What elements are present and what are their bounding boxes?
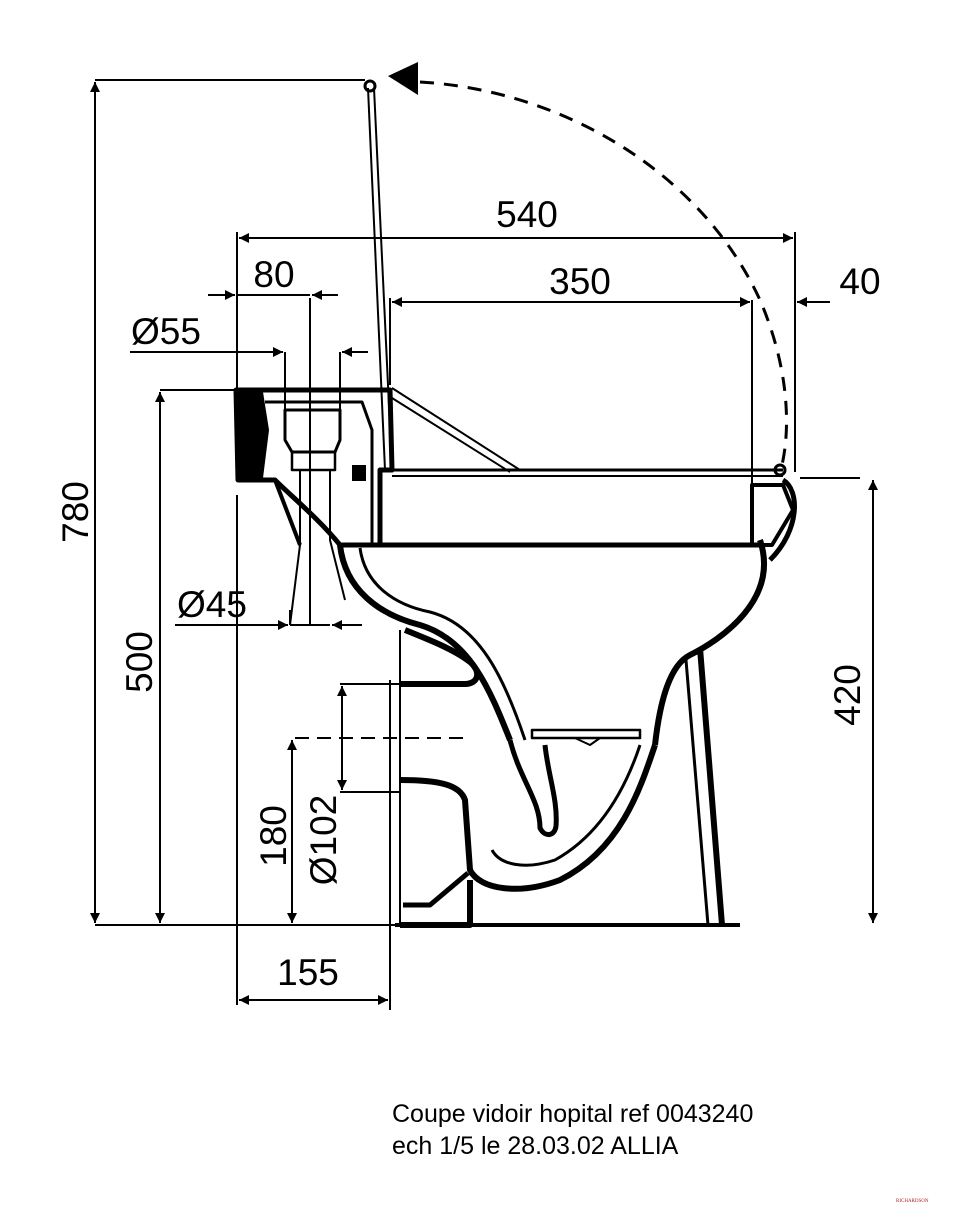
bowl-back-curve-inner [358, 547, 527, 741]
rear-rim [750, 483, 795, 547]
trap-outer [399, 744, 658, 892]
inlet-nozzle-lower [290, 452, 337, 472]
hinge-block [352, 465, 366, 481]
seat-lid [352, 79, 789, 481]
dimension-lines [90, 82, 878, 1005]
dim-500-label: 500 [119, 631, 160, 693]
seat-rim-wedge [391, 387, 783, 471]
lid-raised-left [367, 87, 386, 471]
bowl-section [337, 477, 797, 928]
lid-swing-arrow [388, 62, 418, 95]
dim-102-label: Ø102 [303, 795, 344, 886]
lid-swing-arc [419, 80, 789, 466]
dim-155-label: 155 [277, 952, 339, 993]
dimension-labels: 780 500 420 540 350 40 80 Ø55 Ø45 180 Ø1… [55, 194, 881, 993]
foot-block [403, 871, 470, 908]
pedestal-front-wall [697, 647, 725, 926]
inlet-chamber [265, 400, 374, 545]
dim-80-label: 80 [253, 254, 294, 295]
inlet-slope [273, 479, 302, 546]
pedestal-front-wall-inner [684, 659, 710, 926]
lid-raised-right [373, 87, 393, 471]
seat-rim-wedge-2 [391, 397, 511, 473]
lid-pivot-rear [773, 463, 787, 477]
dim-350-label: 350 [549, 261, 611, 302]
dim-55-label: Ø55 [131, 311, 201, 352]
drawing-caption: Coupe vidoir hopital ref 0043240 ech 1/5… [392, 1098, 753, 1162]
dim-540-label: 540 [496, 194, 558, 235]
dim-780-label: 780 [55, 481, 96, 543]
dim-45-label: Ø45 [177, 584, 247, 625]
vent-pipe-right [329, 470, 346, 601]
inlet-head [233, 387, 395, 626]
trap-dip [507, 739, 559, 837]
flush-spreader-link [574, 737, 601, 746]
outlet-top [400, 627, 481, 687]
inlet-block [237, 391, 269, 479]
brand-watermark: RICHARDSON [896, 1199, 929, 1204]
dim-420-label: 420 [827, 664, 868, 726]
trap-inner [490, 744, 642, 867]
lid-pivot-top [363, 79, 377, 93]
flush-spreader [530, 728, 642, 740]
caption-line-1: Coupe vidoir hopital ref 0043240 [392, 1100, 754, 1128]
bowl-front-curve [652, 539, 767, 746]
dim-40-label: 40 [839, 261, 880, 302]
bowl-back-curve [337, 544, 513, 742]
extension-lines [95, 79, 860, 1010]
dim-180-label: 180 [253, 805, 294, 867]
rear-rim-wall [768, 477, 797, 562]
caption-line-2: ech 1/5 le 28.03.02 ALLIA [392, 1132, 679, 1160]
inlet-nozzle [283, 408, 342, 454]
